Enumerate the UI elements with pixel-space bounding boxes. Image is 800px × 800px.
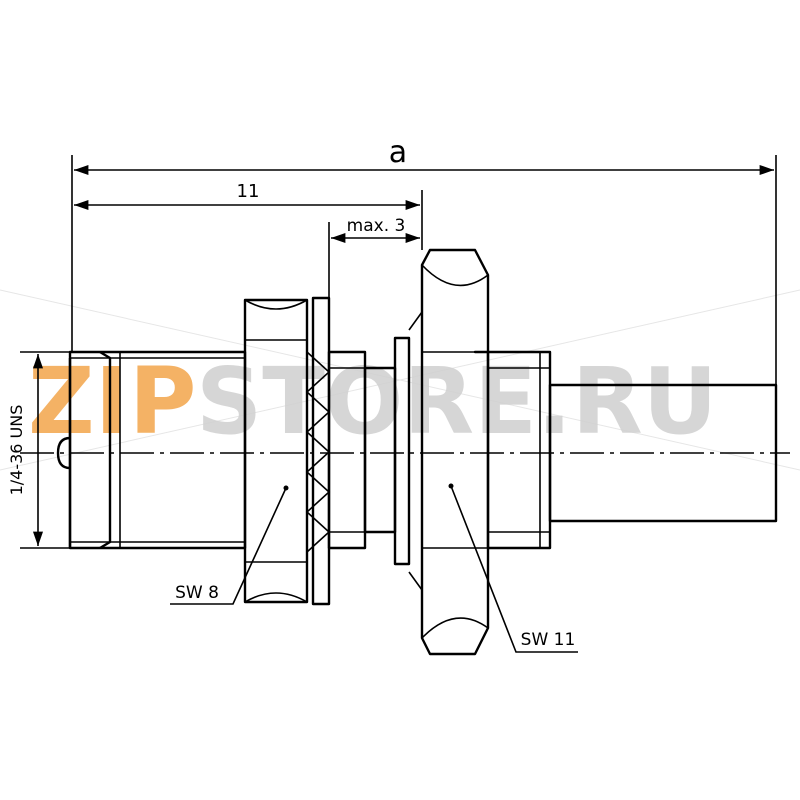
rear-tube	[548, 383, 778, 523]
sw8-label: SW 8	[175, 583, 219, 603]
dimension-thread: 1/4-36 UNS	[7, 351, 70, 549]
dimension-a: a	[71, 135, 777, 385]
dimension-a-label: a	[389, 135, 407, 170]
dimension-11: 11	[74, 181, 423, 250]
leader-sw8: SW 8	[170, 485, 289, 605]
flange	[393, 336, 411, 566]
dimension-11-label: 11	[237, 181, 260, 202]
dimension-max3: max. 3	[328, 216, 420, 298]
watermark-gray-text: STORE.RU	[196, 348, 717, 455]
leader-sw11: SW 11	[448, 483, 578, 653]
watermark-orange-text: ZIP	[28, 348, 196, 455]
background-guide-lines	[0, 289, 800, 471]
dimension-thread-label: 1/4-36 UNS	[7, 405, 26, 496]
small-nut	[243, 298, 309, 604]
connector-body	[56, 248, 778, 656]
sw11-label: SW 11	[521, 630, 576, 650]
watermark: ZIP STORE.RU	[28, 348, 717, 455]
dimension-max3-label: max. 3	[347, 216, 406, 236]
